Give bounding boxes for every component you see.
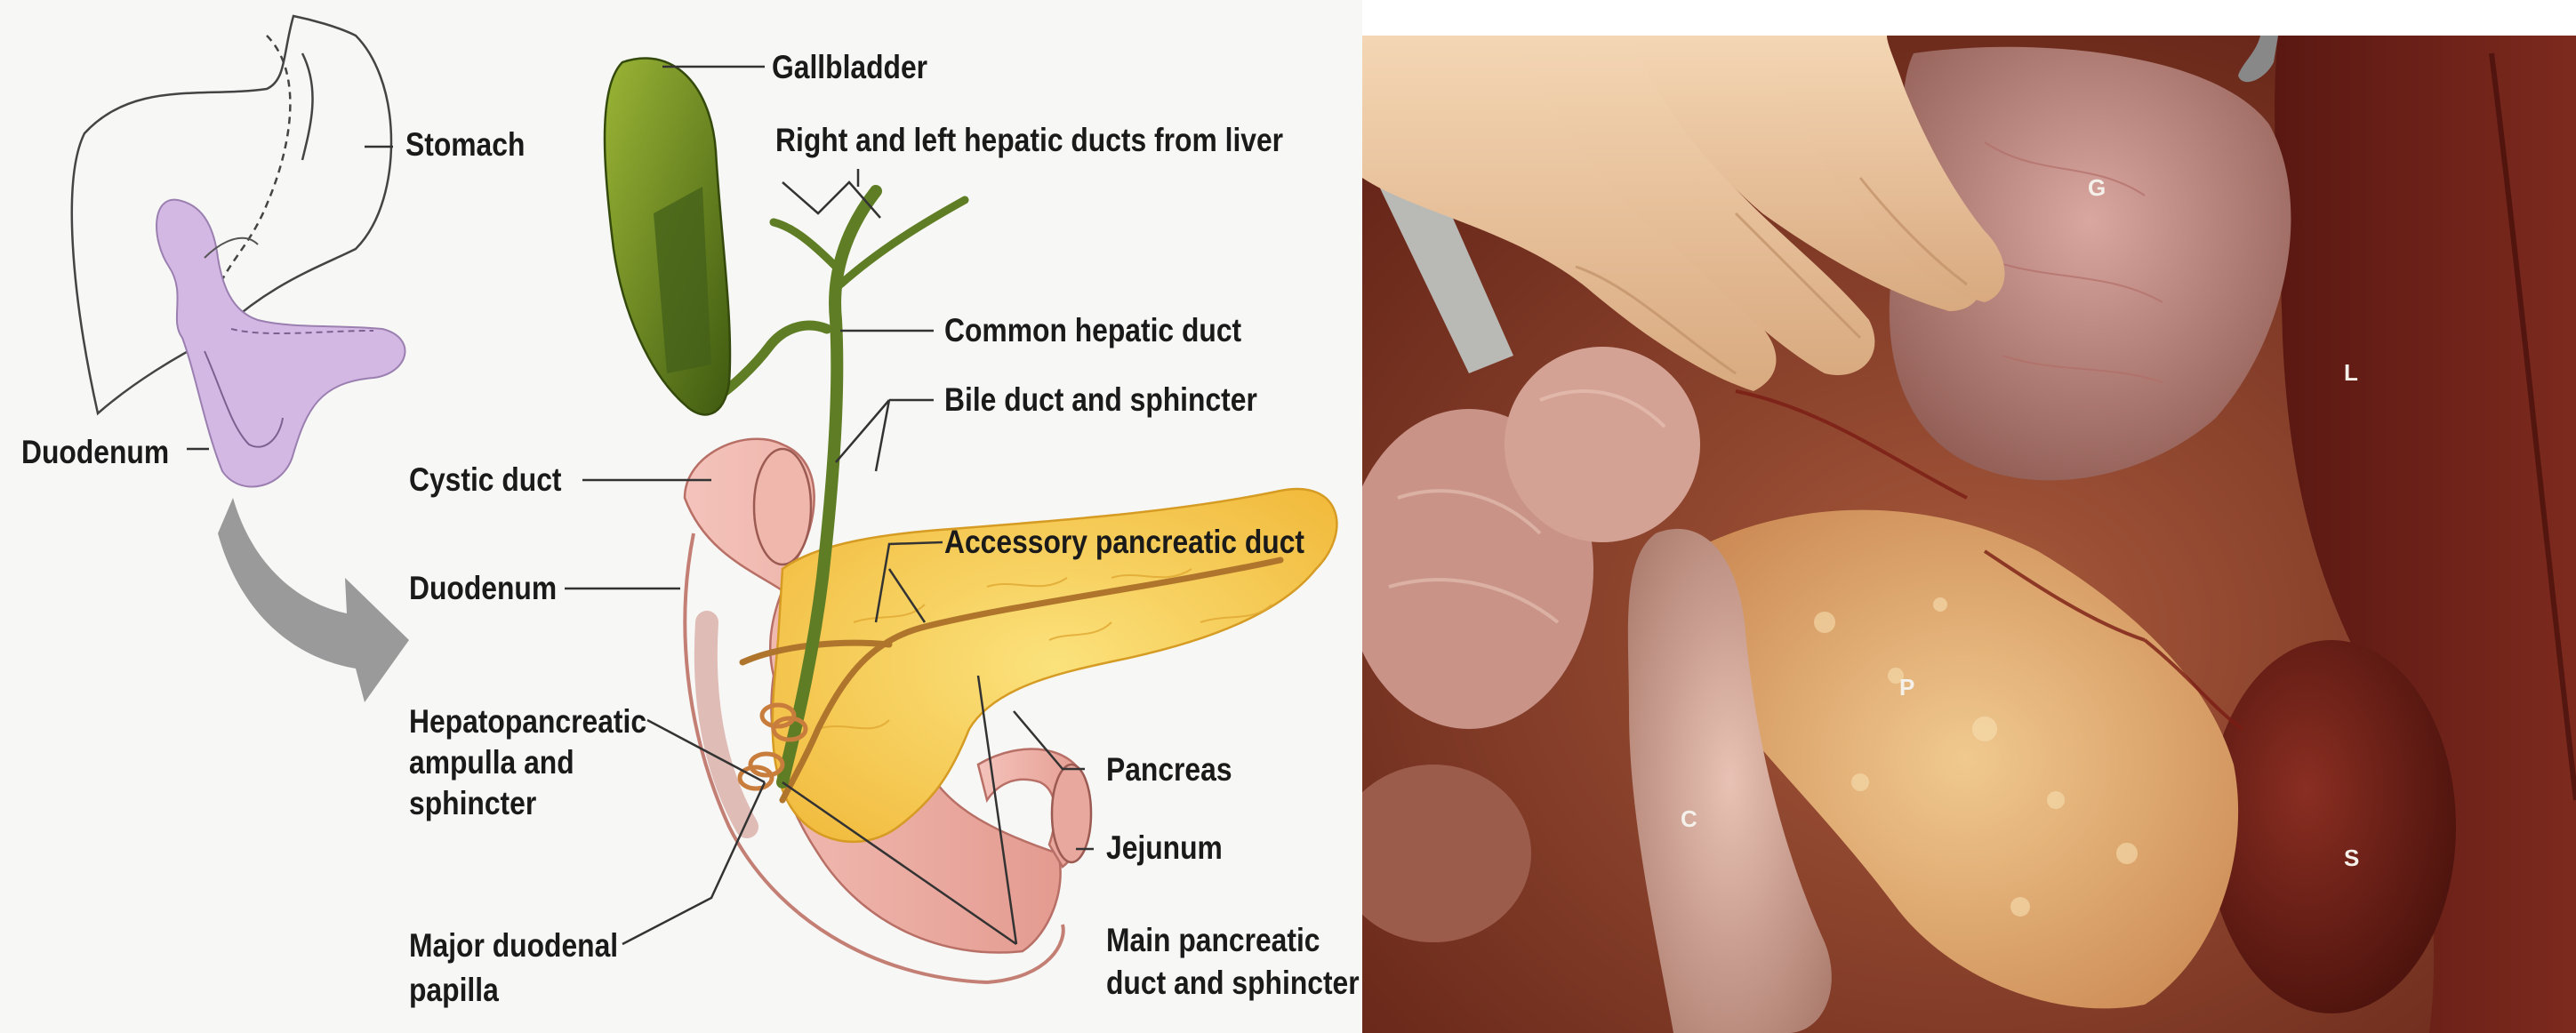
surgical-photo: G L P C S [1362,0,2576,1033]
gray-arrow [218,498,409,702]
label-cystic-duct: Cystic duct [409,460,562,500]
label-papilla-line1: Major duodenal [409,926,618,965]
gallbladder [605,59,730,415]
label-gallbladder: Gallbladder [772,48,927,87]
label-ampulla-line2: ampulla and [409,743,574,782]
label-pancreas: Pancreas [1106,750,1232,789]
label-ampulla-line1: Hepatopancreatic [409,702,646,741]
label-duodenum-main: Duodenum [409,569,557,608]
label-main-duct-line1: Main pancreatic [1106,921,1320,960]
photo-label-g: G [2088,174,2106,202]
spleen [2207,640,2456,1013]
label-stomach: Stomach [405,125,525,164]
label-bile-duct: Bile duct and sphincter [944,380,1257,420]
bowel-loop-2 [1505,347,1700,542]
label-ampulla-line3: sphincter [409,784,536,823]
label-duodenum-inset: Duodenum [21,433,169,472]
photo-label-s: S [2344,845,2359,872]
label-accessory-duct: Accessory pancreatic duct [944,523,1304,562]
photo-label-l: L [2344,359,2358,387]
label-hepatic-ducts: Right and left hepatic ducts from liver [775,121,1283,160]
anatomy-diagram: Stomach Duodenum Gallbladder Right and l… [0,0,1362,1033]
photo-artwork [1362,0,2576,1033]
label-jejunum: Jejunum [1106,829,1223,868]
label-common-hepatic-duct: Common hepatic duct [944,311,1241,350]
label-papilla-line2: papilla [409,971,499,1010]
photo-label-c: C [1681,805,1697,833]
photo-label-p: P [1899,674,1914,701]
inset-duodenum-pancreas [156,200,405,487]
label-main-duct-line2: duct and sphincter [1106,964,1360,1003]
